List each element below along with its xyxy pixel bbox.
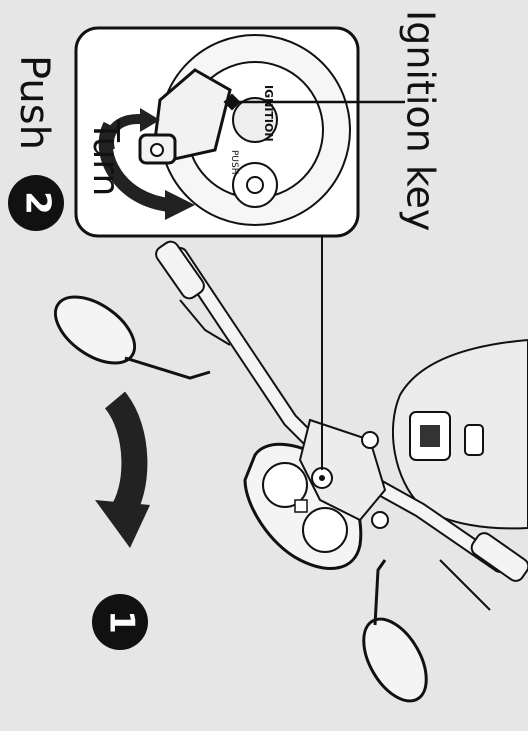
ignition-switch-text: IGNITION [262, 85, 275, 142]
push-marking-text: PUSH [229, 150, 239, 175]
step-2-number: 2 [18, 191, 58, 215]
step-1-badge: 1 [92, 594, 148, 650]
tachometer [303, 508, 347, 552]
right-mirror [351, 560, 439, 711]
step-1-number: 1 [102, 610, 142, 634]
ignition-key-label: Ignition key [399, 10, 443, 231]
step-1-arrow [95, 400, 150, 548]
right-grip [469, 530, 528, 584]
step-2-badge: 2 [8, 175, 64, 231]
push-label: Push [11, 55, 57, 150]
turn-label: Turn [85, 119, 126, 196]
